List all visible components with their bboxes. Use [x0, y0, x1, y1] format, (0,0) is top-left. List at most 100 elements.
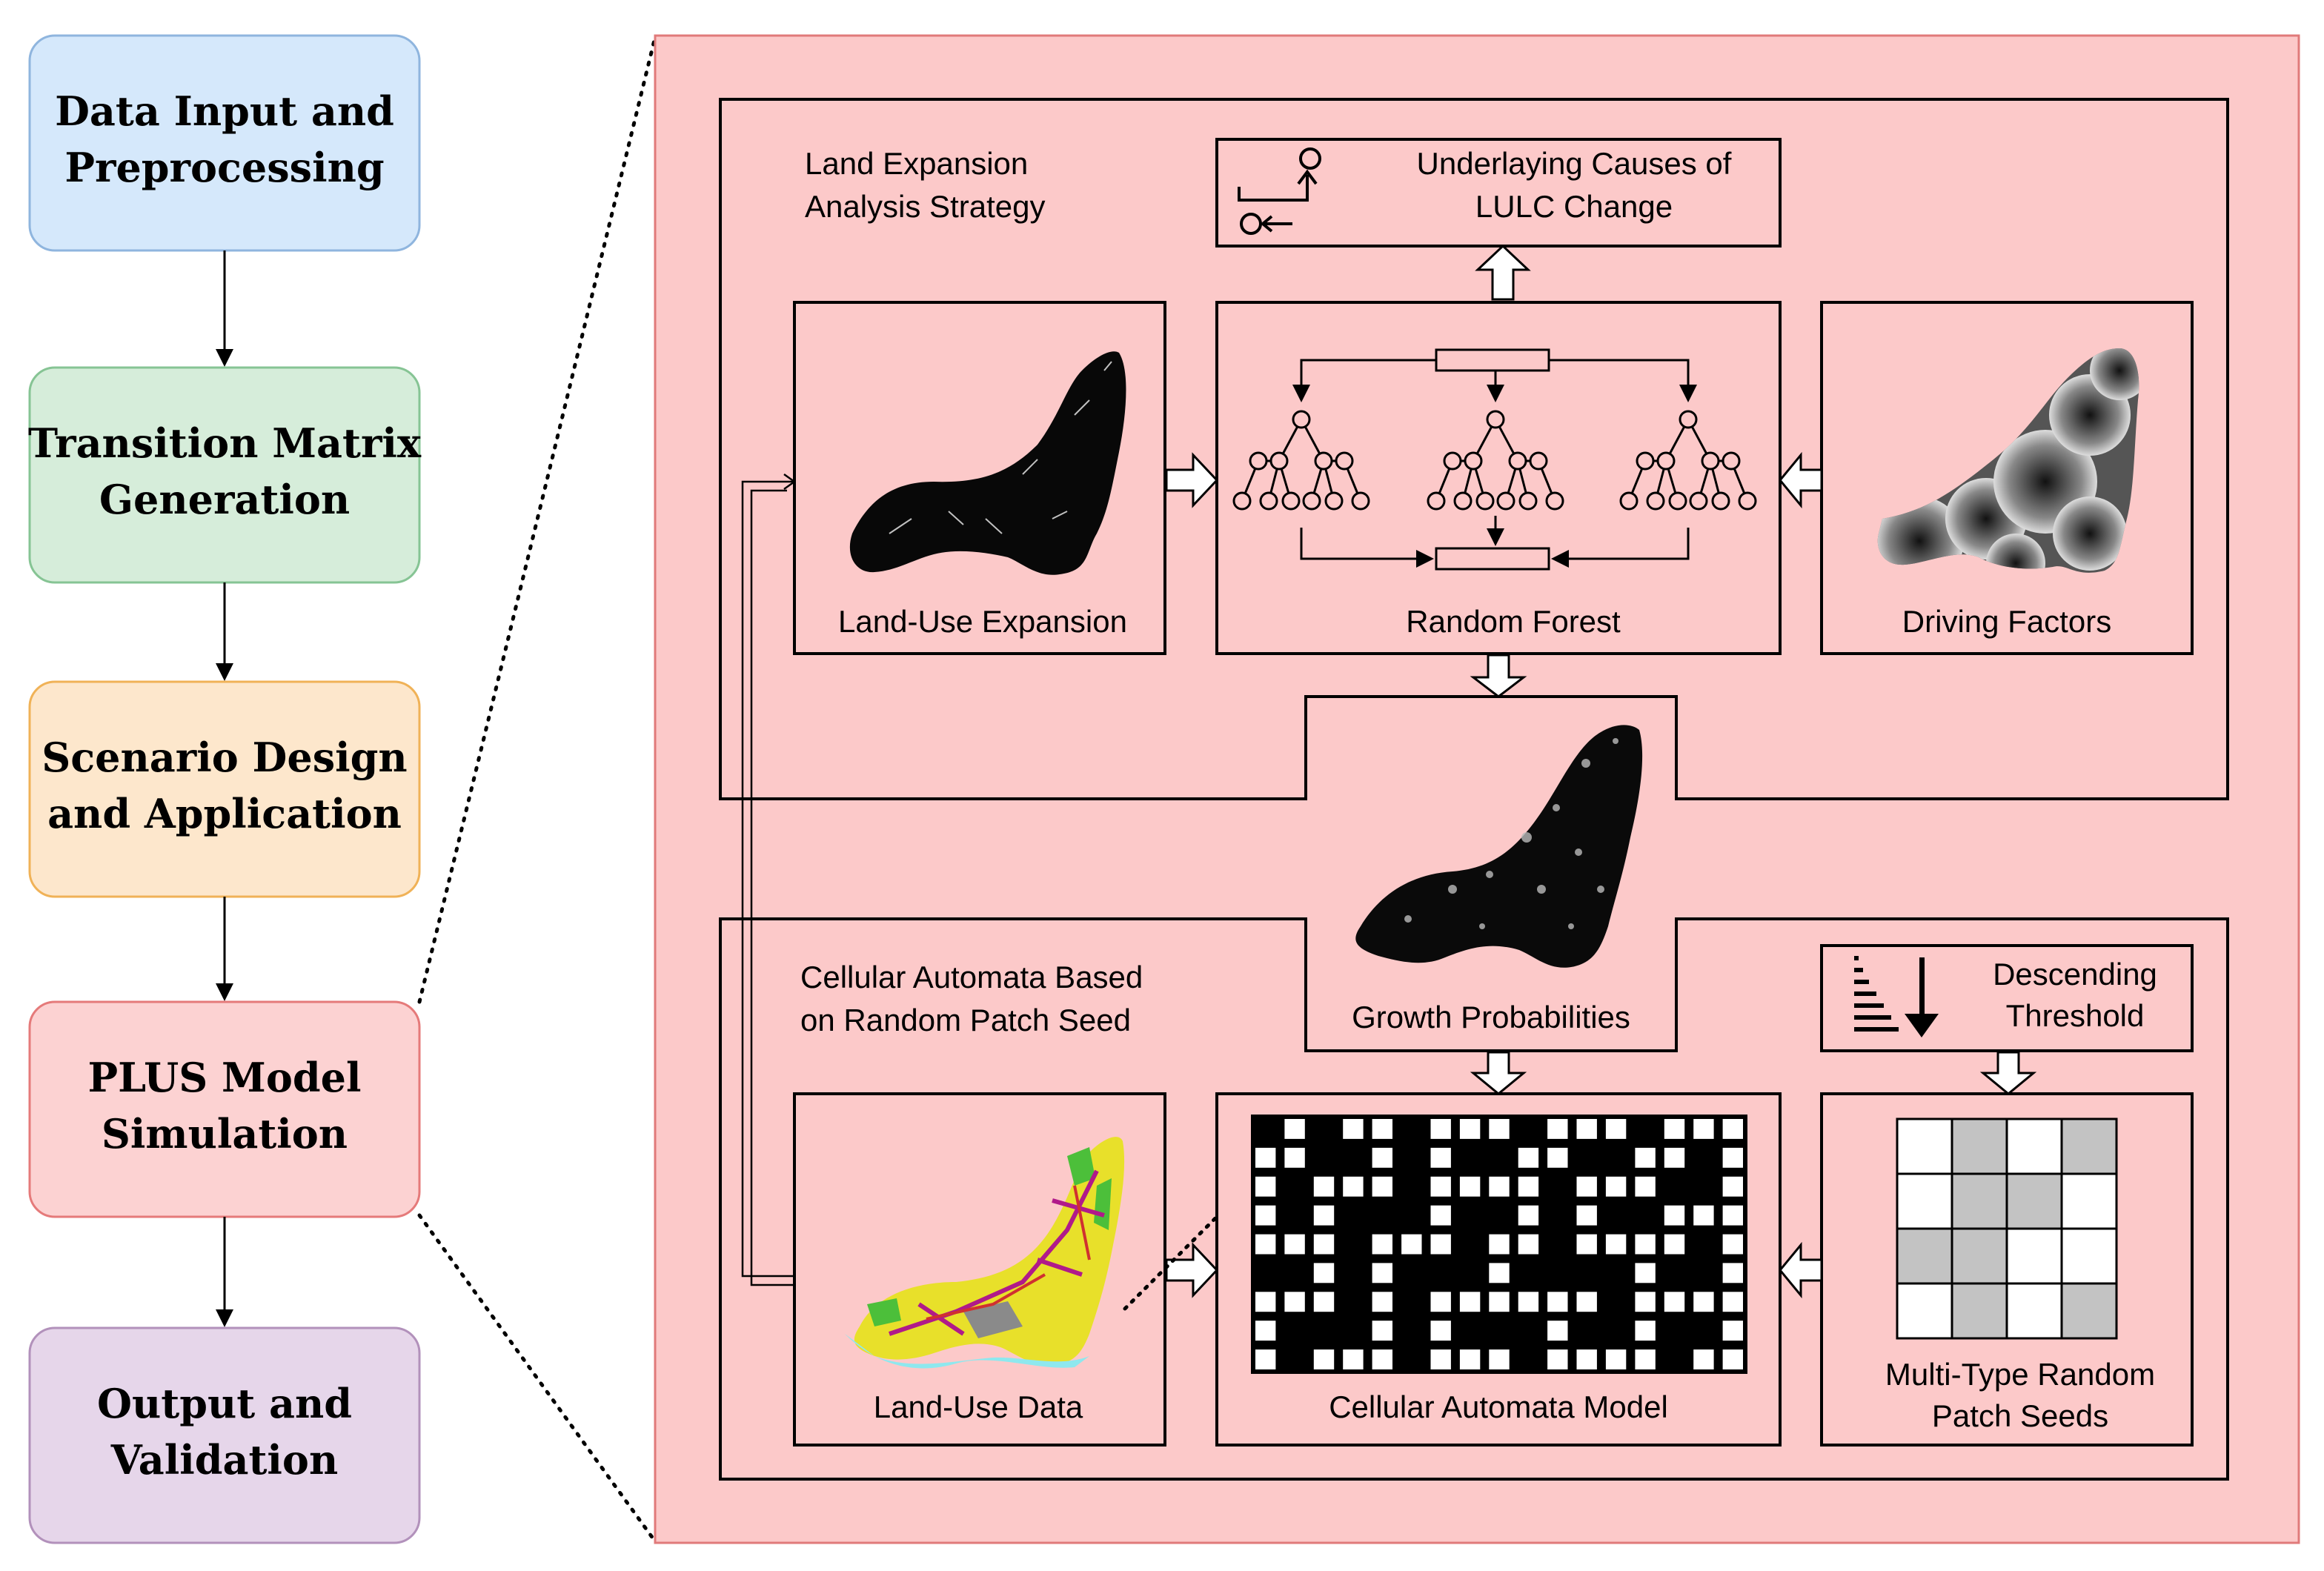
random-forest-diagram — [1232, 348, 1757, 571]
ca-cell — [1284, 1119, 1305, 1139]
seed-cell — [2060, 1227, 2118, 1285]
ca-cell — [1635, 1321, 1656, 1341]
rf-output-bar — [1435, 547, 1550, 571]
ca-cell — [1576, 1349, 1597, 1369]
arrow-rf-to-causes — [1475, 244, 1531, 301]
rf-branch-right — [1549, 359, 1697, 402]
rf-branch-left — [1292, 359, 1436, 402]
tree-node — [1302, 491, 1321, 511]
ca-cell — [1489, 1119, 1510, 1139]
tree-node — [1281, 491, 1301, 511]
lees-module-frame — [719, 98, 2229, 800]
landuse-dotted-connector — [1123, 1216, 1218, 1311]
ca-cell — [1518, 1147, 1539, 1168]
ca-cell — [1255, 1205, 1276, 1226]
tree-node — [1711, 491, 1730, 511]
ca-cell — [1313, 1349, 1335, 1369]
ca-cell — [1722, 1205, 1743, 1226]
ca-cell — [1459, 1349, 1481, 1369]
tree-node — [1518, 491, 1538, 511]
ca-cell — [1576, 1234, 1597, 1255]
ca-cell — [1664, 1292, 1685, 1312]
tree-node — [1427, 491, 1446, 511]
land-use-data-map — [845, 1137, 1125, 1369]
descending-threshold-box — [1820, 944, 2194, 1052]
seed-cell — [2005, 1227, 2063, 1285]
ca-cell — [1430, 1119, 1451, 1139]
ca-cell — [1255, 1147, 1276, 1168]
ca-cell — [1664, 1147, 1685, 1168]
seed-cell — [2060, 1117, 2118, 1175]
ca-cell — [1664, 1119, 1685, 1139]
lees-title-line-2: Analysis Strategy — [805, 189, 1045, 224]
tree-node — [1529, 451, 1548, 471]
ca-cell — [1635, 1234, 1656, 1255]
land-use-expansion-map — [849, 351, 1126, 575]
ca-cell — [1255, 1176, 1276, 1197]
lees-title-line-1: Land Expansion — [805, 146, 1028, 181]
ca-cell — [1576, 1205, 1597, 1226]
seed-cell — [1950, 1172, 2008, 1230]
ca-cell — [1255, 1292, 1276, 1312]
ca-cell — [1722, 1234, 1743, 1255]
ca-cell — [1313, 1234, 1335, 1255]
ca-cell — [1664, 1234, 1685, 1255]
ca-cell — [1430, 1234, 1451, 1255]
workflow-step-label-line: Transition Matrix — [28, 419, 422, 467]
ca-cell — [1372, 1176, 1392, 1197]
land-use-data-label: Land-Use Data — [874, 1389, 1083, 1424]
ca-cell — [1722, 1119, 1743, 1139]
patch-seeds-line-1: Multi-Type Random — [1885, 1357, 2155, 1392]
tree-node — [1453, 491, 1473, 511]
ca-cell — [1635, 1349, 1656, 1369]
workflow-step-box — [28, 1000, 421, 1218]
ca-cell — [1372, 1349, 1392, 1369]
arrow-expansion-to-rf — [1165, 452, 1219, 508]
tree-node — [1619, 491, 1639, 511]
descending-threshold-icon — [1854, 956, 1939, 1037]
ca-cell — [1489, 1176, 1510, 1197]
arrow-landuse-to-ca — [1165, 1242, 1219, 1298]
arrow-seeds-to-ca — [1779, 1241, 1823, 1299]
ca-cell — [1430, 1176, 1451, 1197]
decision-tree-2 — [1427, 410, 1564, 511]
rf-merge-left — [1300, 528, 1434, 568]
ca-cell — [1343, 1349, 1364, 1369]
seed-cell — [1896, 1117, 1953, 1175]
descending-threshold-line-1: Descending — [1993, 957, 2157, 992]
arrow-growth-to-ca — [1470, 1051, 1527, 1095]
seed-cell — [1950, 1227, 2008, 1285]
tree-node — [1292, 410, 1311, 429]
tree-node — [1496, 491, 1515, 511]
patch-seeds-line-2: Patch Seeds — [1932, 1398, 2108, 1433]
ca-cell — [1430, 1147, 1451, 1168]
ca-cell — [1372, 1263, 1392, 1283]
tree-node — [1314, 451, 1333, 471]
ca-cell — [1255, 1349, 1276, 1369]
ca-cell — [1430, 1292, 1451, 1312]
growth-probabilities-label: Growth Probabilities — [1352, 1000, 1630, 1034]
ca-cell — [1430, 1349, 1451, 1369]
underlying-causes-line-2: LULC Change — [1475, 189, 1673, 224]
ca-cell — [1605, 1234, 1627, 1255]
seed-cell — [1896, 1227, 1953, 1285]
ca-cell — [1430, 1321, 1451, 1341]
ca-cell — [1722, 1292, 1743, 1312]
tree-node — [1249, 451, 1268, 471]
seed-cell — [1950, 1282, 2008, 1340]
ca-cell — [1459, 1292, 1481, 1312]
workflow-step-box — [28, 366, 421, 584]
seed-cell — [1950, 1117, 2008, 1175]
ca-cell — [1401, 1234, 1422, 1255]
ca-model-label: Cellular Automata Model — [1329, 1389, 1668, 1424]
ca-title-line-1: Cellular Automata Based — [800, 960, 1143, 994]
